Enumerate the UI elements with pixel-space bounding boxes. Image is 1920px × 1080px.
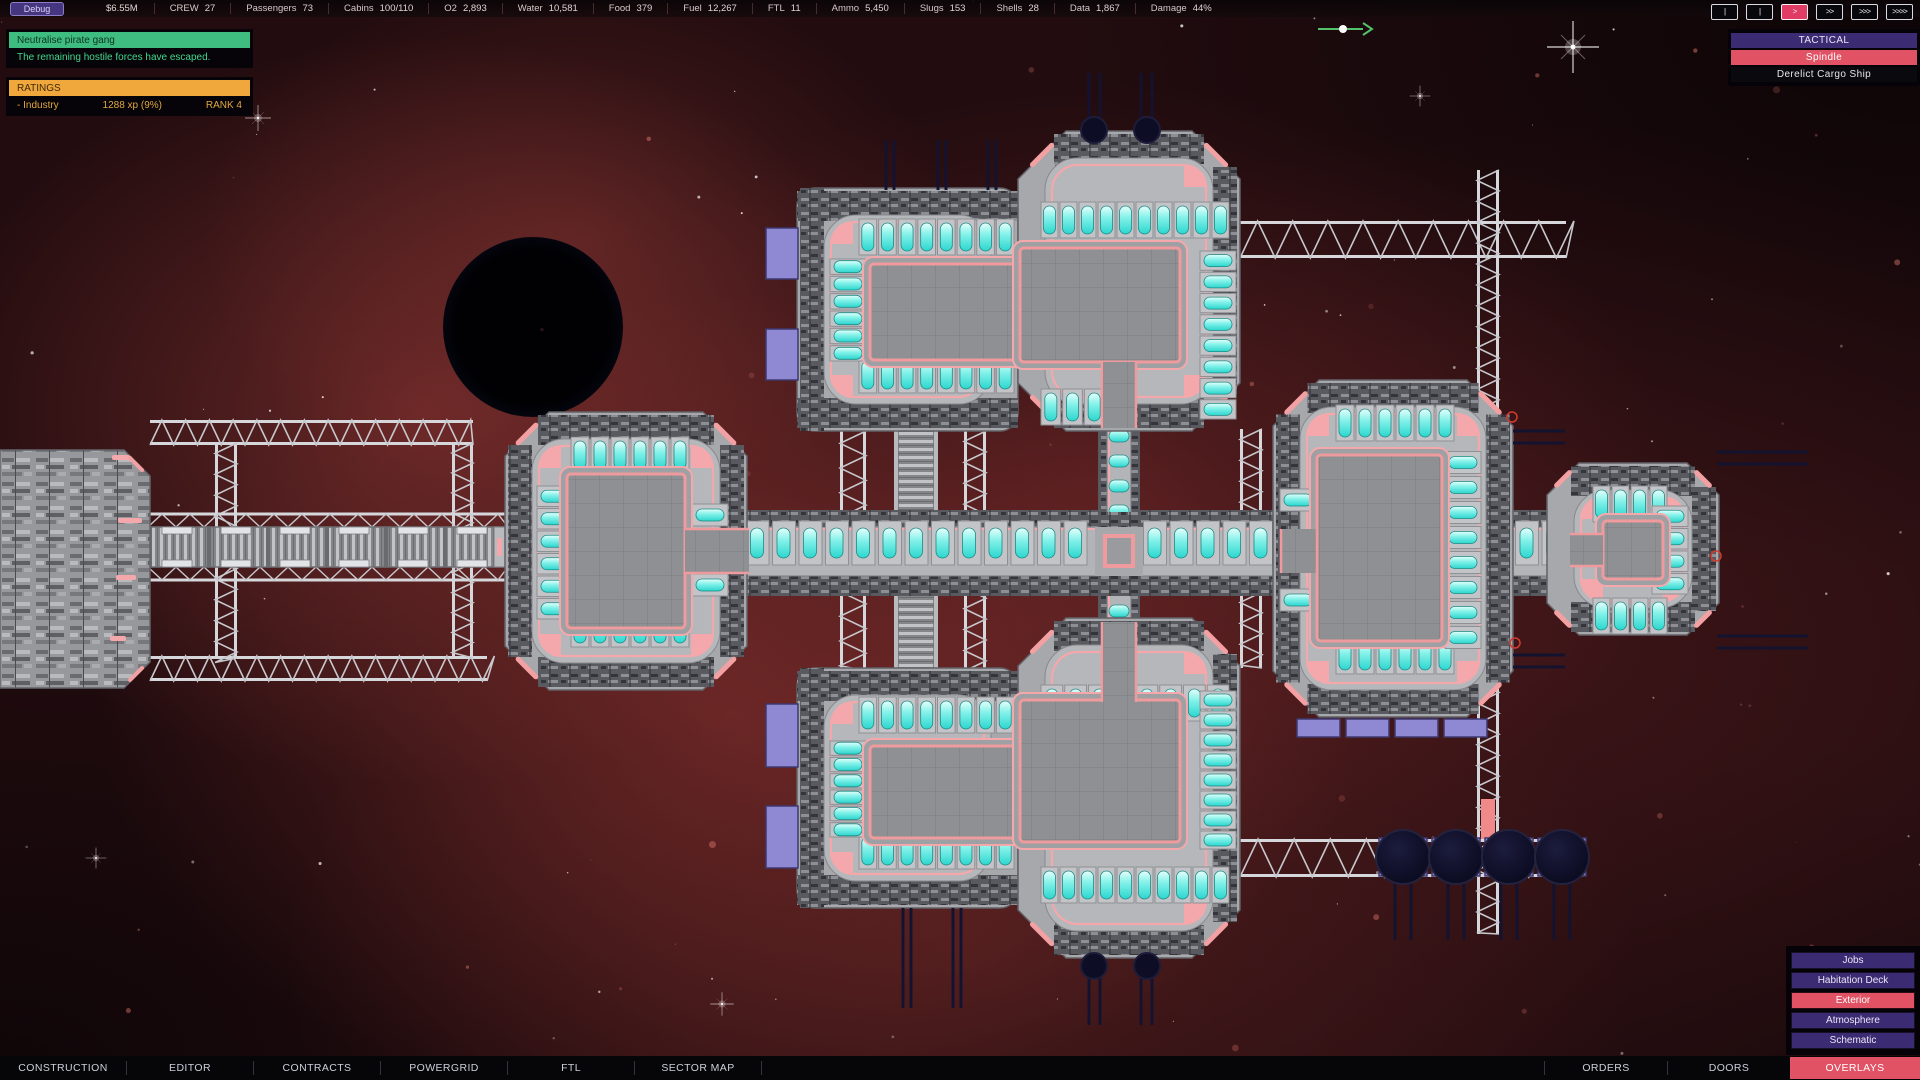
tab-editor[interactable]: EDITOR bbox=[127, 1061, 254, 1075]
antenna-array bbox=[884, 73, 1808, 1025]
stat-label: CREW bbox=[169, 3, 199, 14]
module-m2 bbox=[796, 187, 1028, 432]
speed-button-3[interactable]: >> bbox=[1816, 4, 1843, 20]
rating-xp: 1288 xp (9%) bbox=[102, 100, 163, 111]
overlay-button-exterior[interactable]: Exterior bbox=[1791, 992, 1915, 1009]
stat-o2: O2 2,893 bbox=[428, 3, 501, 14]
tab-powergrid[interactable]: POWERGRID bbox=[381, 1061, 508, 1075]
stat-value: 2,893 bbox=[462, 3, 487, 14]
ratings-title[interactable]: RATINGS bbox=[9, 80, 250, 96]
ratings-row: - Industry 1288 xp (9%) RANK 4 bbox=[9, 96, 250, 113]
module-m5 bbox=[1012, 617, 1241, 959]
module-m1 bbox=[504, 411, 749, 691]
stat-label: Data bbox=[1069, 3, 1090, 14]
tab-construction[interactable]: CONSTRUCTION bbox=[0, 1061, 127, 1075]
station-modules[interactable] bbox=[0, 130, 1720, 959]
stat-value: 12,267 bbox=[707, 3, 737, 14]
speed-button-5[interactable]: >>>> bbox=[1886, 4, 1913, 20]
module-m6 bbox=[1272, 379, 1514, 718]
rating-name: - Industry bbox=[17, 100, 59, 111]
stat-value: 28 bbox=[1028, 3, 1039, 14]
map-markers bbox=[1318, 22, 1374, 36]
module-industrial-block bbox=[0, 449, 151, 689]
stat-shells: Shells 28 bbox=[980, 3, 1053, 14]
tab-overlays[interactable]: OVERLAYS bbox=[1790, 1057, 1920, 1079]
stat-label: Ammo bbox=[831, 3, 860, 14]
tactical-item[interactable]: Spindle bbox=[1731, 50, 1917, 65]
stat-value: 27 bbox=[204, 3, 216, 14]
resource-bar: Debug $6.55M CREW 27 Passengers 73 Cabins 100… bbox=[0, 0, 1920, 17]
tab-ftl[interactable]: FTL bbox=[508, 1061, 635, 1075]
stat-value: 11 bbox=[790, 3, 801, 14]
stat-label: Food bbox=[608, 3, 631, 14]
rating-rank: RANK 4 bbox=[205, 100, 242, 111]
stat-value: 1,867 bbox=[1096, 3, 1120, 14]
stat-data: Data 1,867 bbox=[1053, 3, 1135, 14]
docking-pads[interactable] bbox=[765, 227, 1488, 869]
overlay-button-schematic[interactable]: Schematic bbox=[1791, 1032, 1915, 1049]
storage-tanks[interactable] bbox=[1375, 829, 1590, 940]
stat-label: Passengers bbox=[246, 3, 297, 14]
stat-value: 153 bbox=[949, 3, 966, 14]
stat-label: Shells bbox=[996, 3, 1023, 14]
money-value: $6.55M bbox=[106, 3, 138, 14]
tab-contracts[interactable]: CONTRACTS bbox=[254, 1061, 381, 1075]
stat-passengers: Passengers 73 bbox=[230, 3, 328, 14]
stat-value: 10,581 bbox=[548, 3, 578, 14]
quest-block: Neutralise pirate gang The remaining hos… bbox=[6, 29, 253, 68]
stat-cabins: Cabins 100/110 bbox=[328, 3, 428, 14]
stat-value: 73 bbox=[302, 3, 314, 14]
tactical-item[interactable]: Derelict Cargo Ship bbox=[1731, 67, 1917, 82]
stat-value: 100/110 bbox=[379, 3, 414, 14]
stat-crew: CREW 27 bbox=[153, 3, 231, 14]
stat-label: Slugs bbox=[919, 3, 944, 14]
debug-button[interactable]: Debug bbox=[10, 1, 64, 16]
tab-doors[interactable]: DOORS bbox=[1667, 1061, 1790, 1075]
black-hole bbox=[443, 237, 623, 417]
ratings-block: RATINGS - Industry 1288 xp (9%) RANK 4 bbox=[6, 77, 253, 116]
tactical-header[interactable]: TACTICAL bbox=[1731, 33, 1917, 48]
stat-value: 44% bbox=[1192, 3, 1212, 14]
stat-food: Food 379 bbox=[592, 3, 668, 14]
stat-value: 5,450 bbox=[865, 3, 889, 14]
module-m3 bbox=[1012, 130, 1241, 432]
stat-slugs: Slugs 153 bbox=[903, 3, 981, 14]
stat-value: 379 bbox=[636, 3, 653, 14]
speed-button-4[interactable]: >>> bbox=[1851, 4, 1878, 20]
tab-sector-map[interactable]: SECTOR MAP bbox=[635, 1061, 762, 1075]
speed-button-0[interactable]: | bbox=[1711, 4, 1738, 20]
quest-description: The remaining hostile forces have escape… bbox=[17, 52, 211, 63]
module-m7 bbox=[1546, 462, 1720, 636]
stat-damage: Damage 44% bbox=[1134, 3, 1227, 14]
stat-label: Cabins bbox=[344, 3, 374, 14]
stat-ammo: Ammo 5,450 bbox=[815, 3, 904, 14]
module-m4 bbox=[796, 667, 1028, 909]
stat-label: O2 bbox=[444, 3, 457, 14]
tab-orders[interactable]: ORDERS bbox=[1544, 1061, 1667, 1075]
stat-ftl: FTL 11 bbox=[751, 3, 816, 14]
speed-button-1[interactable]: | bbox=[1746, 4, 1773, 20]
stat-label: FTL bbox=[767, 3, 785, 14]
overlay-button-habitation-deck[interactable]: Habitation Deck bbox=[1791, 972, 1915, 989]
mission-panel: Neutralise pirate gang The remaining hos… bbox=[6, 29, 253, 125]
overlay-button-atmosphere[interactable]: Atmosphere bbox=[1791, 1012, 1915, 1029]
stat-water: Water 10,581 bbox=[501, 3, 593, 14]
stat-label: Fuel bbox=[683, 3, 702, 14]
overlay-button-jobs[interactable]: Jobs bbox=[1791, 952, 1915, 969]
stat-label: Damage bbox=[1150, 3, 1187, 14]
speed-button-2[interactable]: > bbox=[1781, 4, 1808, 20]
quest-title[interactable]: Neutralise pirate gang bbox=[9, 32, 250, 48]
stat-label: Water bbox=[517, 3, 543, 14]
time-controls: ||>>>>>>>>>> bbox=[1711, 4, 1913, 20]
stat-fuel: Fuel 12,267 bbox=[667, 3, 752, 14]
